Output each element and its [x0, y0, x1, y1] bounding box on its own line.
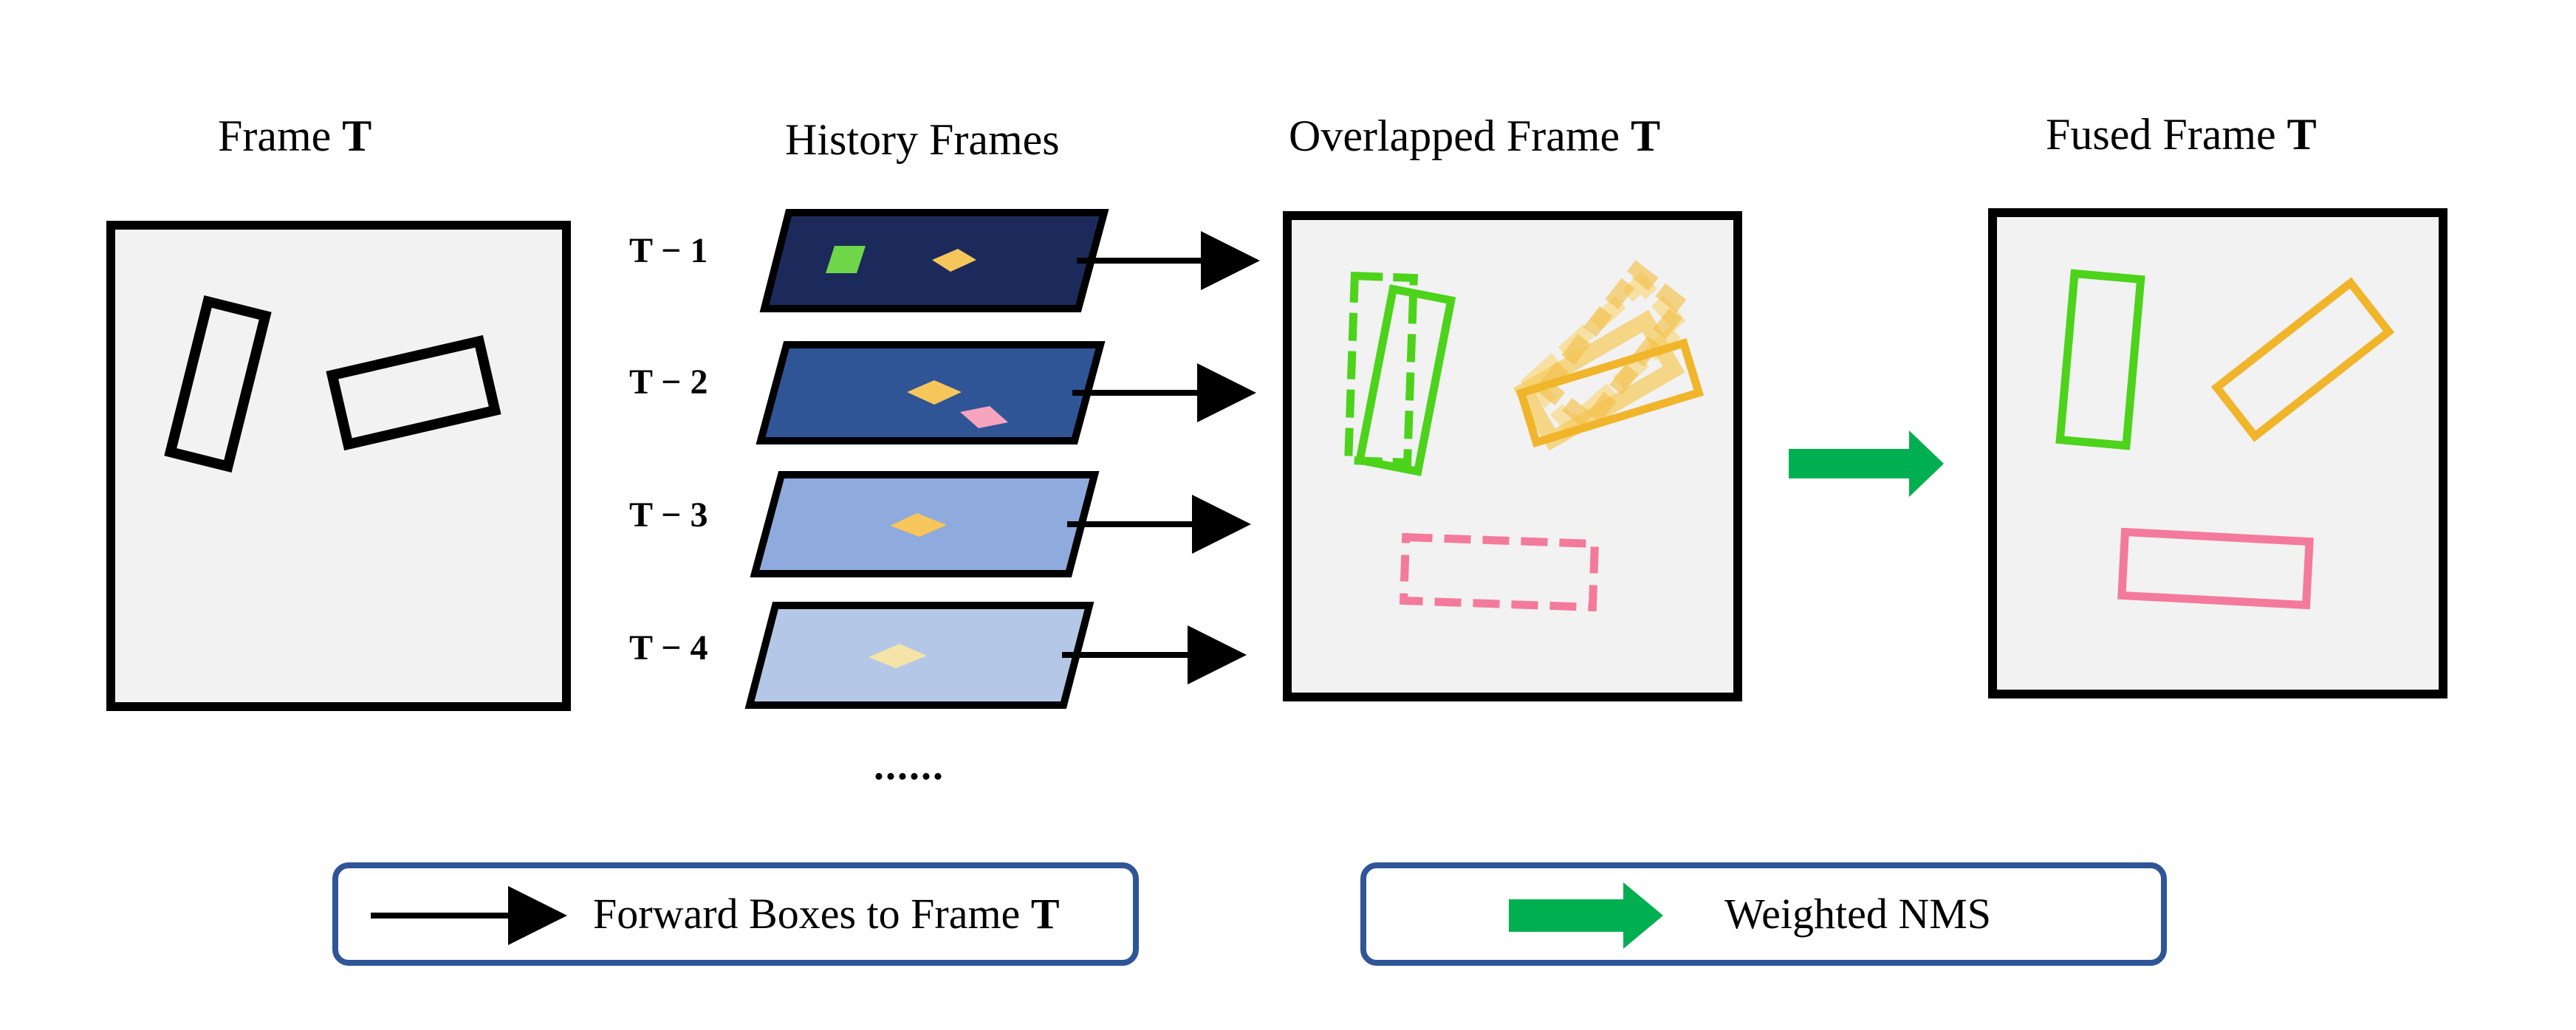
history-frame-t-4 [744, 602, 1247, 709]
legend [332, 862, 2167, 966]
legend-nms-box [1360, 862, 2167, 966]
history-label-t-2: T − 2 [629, 363, 708, 402]
history-frames-title: History Frames [785, 115, 1060, 164]
overlapped-frame-panel [1283, 211, 1742, 701]
history-frames [744, 209, 1260, 709]
fused-green-box [2055, 269, 2145, 450]
history-frame-t-2 [756, 341, 1256, 444]
overlap-yellow-solid-box [1515, 338, 1705, 447]
frame-t-box-horizontal [326, 334, 501, 451]
history-frame-t-1 [759, 209, 1260, 312]
overlapped-frame-title: Overlapped Frame T [1289, 111, 1661, 160]
object-yellow [869, 644, 927, 668]
frame-t-box-vertical [164, 295, 272, 473]
object-yellow [890, 513, 947, 537]
fused-frame-panel [1988, 208, 2447, 698]
fused-frame-title: Fused Frame T [2046, 110, 2317, 159]
fused-yellow-box [2210, 277, 2395, 442]
history-frame-t-3 [750, 471, 1251, 577]
history-label-t-4: T − 4 [629, 628, 708, 667]
object-green [826, 246, 866, 273]
history-label-t-3: T − 3 [629, 495, 708, 535]
legend-nms-arrow [1509, 882, 1663, 949]
history-label-t-1: T − 1 [629, 231, 708, 270]
frame-t-panel [106, 221, 571, 711]
frame-t-title: Frame T [218, 111, 372, 160]
overlap-pink-dashed-box [1399, 532, 1600, 612]
legend-nms-label: Weighted NMS [1724, 890, 1992, 938]
object-yellow [932, 249, 976, 272]
overlap-yellow-cluster [1513, 260, 1693, 451]
overlap-green-solid-box [1354, 284, 1456, 476]
object-pink [960, 406, 1008, 428]
object-yellow [907, 380, 962, 405]
fused-pink-box [2117, 527, 2314, 610]
nms-arrow [1789, 430, 1944, 497]
more-frames-ellipsis: ...... [874, 743, 945, 789]
legend-forward-label: Forward Boxes to Frame T [593, 890, 1060, 938]
